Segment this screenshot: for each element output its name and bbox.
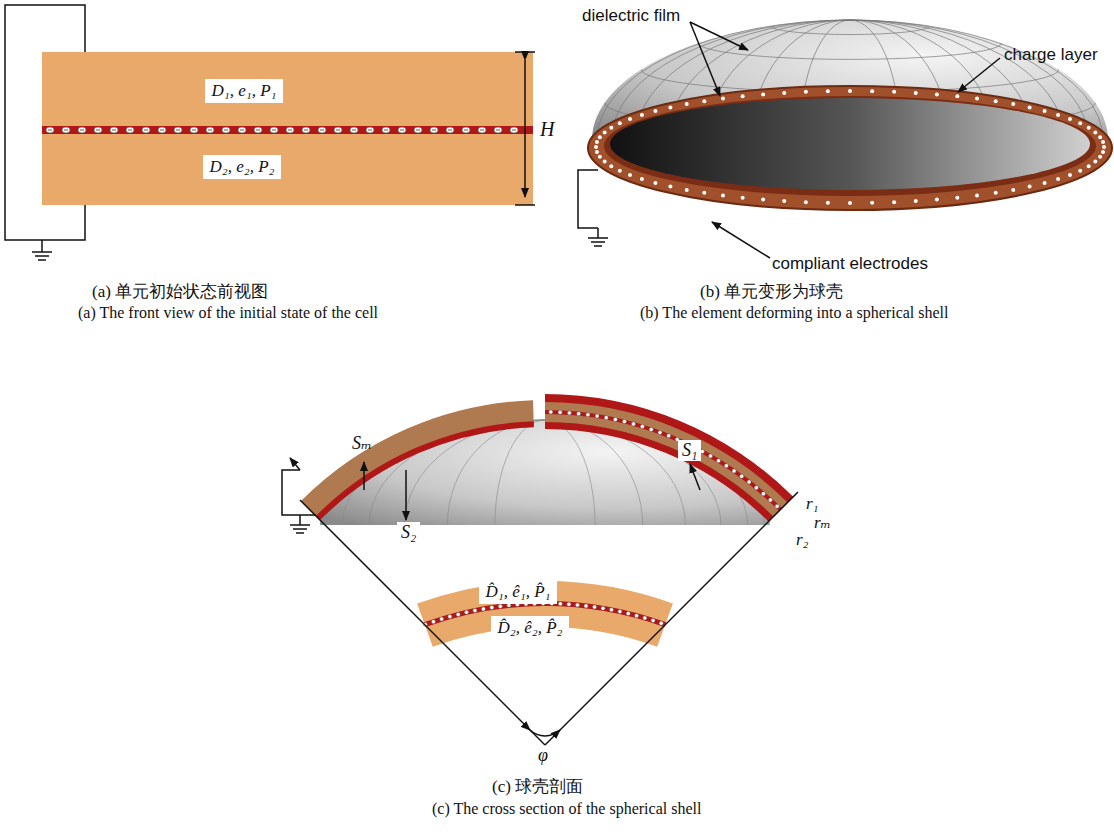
caption: (a) 单元初始状态前视图 <box>92 280 268 303</box>
region-label-box: D̂₂, ê₂, P̂₂ <box>491 616 570 640</box>
region-label-box: D₂, e₂, P₂ <box>203 155 282 179</box>
part-name: charge layer <box>1004 45 1098 65</box>
dimension-label: H <box>540 118 554 141</box>
radius-label: rₘ <box>814 512 831 533</box>
radius-label: r₁ <box>806 494 819 514</box>
caption: (b) The element deforming into a spheric… <box>640 304 949 322</box>
surface-label: S₂ <box>397 522 420 543</box>
surface-label: Sₘ <box>352 432 372 454</box>
part-name: compliant electrodes <box>772 254 928 274</box>
caption: (a) The front view of the initial state … <box>78 304 378 322</box>
region-label: D₂, e₂, P₂ <box>210 157 275 176</box>
caption: (c) The cross section of the spherical s… <box>432 800 701 818</box>
caption: (b) 单元变形为球壳 <box>700 280 843 303</box>
part-name: dielectric film <box>582 6 680 26</box>
region-label: D̂₂, ê₂, P̂₂ <box>498 618 563 637</box>
radius-label: r₂ <box>796 530 809 550</box>
angle-label: φ <box>538 745 548 766</box>
caption: (c) 球壳剖面 <box>492 775 583 798</box>
region-label: D̂₁, ê₁, P̂₁ <box>486 582 551 601</box>
region-label: D₁, e₁, P₁ <box>212 81 277 100</box>
surface-label: S₁ <box>678 440 701 461</box>
region-label-box: D₁, e₁, P₁ <box>205 79 284 103</box>
region-label-box: D̂₁, ê₁, P̂₁ <box>479 580 558 604</box>
